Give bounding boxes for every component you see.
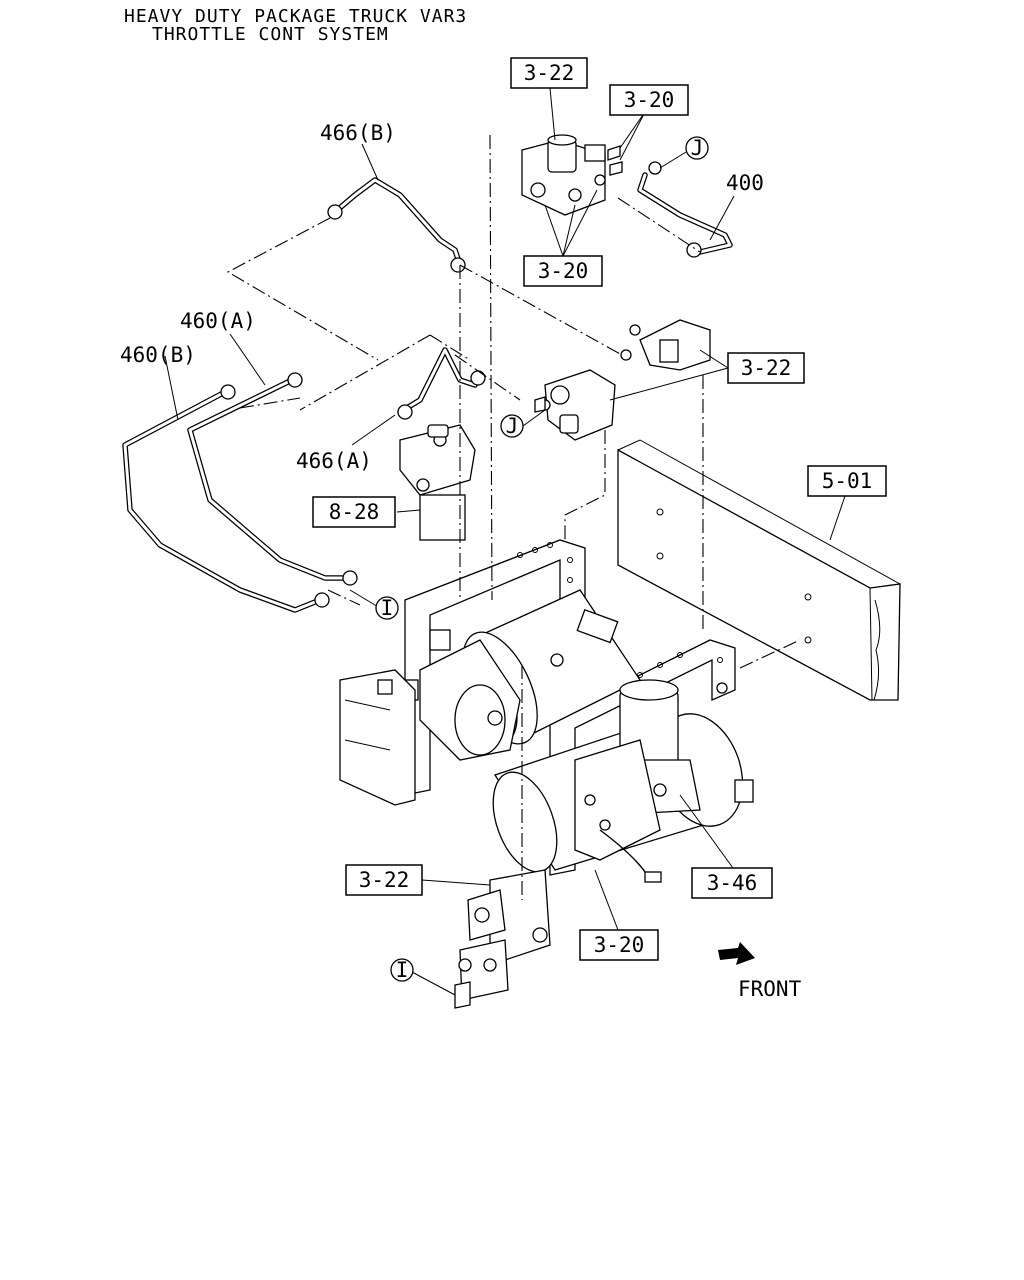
sensor-top bbox=[550, 609, 619, 667]
svg-text:3-20: 3-20 bbox=[594, 933, 645, 957]
svg-text:3-22: 3-22 bbox=[524, 61, 575, 85]
callout-3-20-top: 3-20 bbox=[609, 84, 689, 116]
callout-8-28: 8-28 bbox=[312, 496, 396, 528]
callout-3-22-top: 3-22 bbox=[510, 57, 588, 89]
valve-assembly-top bbox=[521, 134, 623, 216]
callout-3-20-bottom: 3-20 bbox=[579, 929, 659, 961]
diagram-title: HEAVY DUTY PACKAGE TRUCK VAR3 bbox=[124, 6, 467, 27]
svg-text:5-01: 5-01 bbox=[822, 469, 873, 493]
svg-text:3-22: 3-22 bbox=[359, 868, 410, 892]
callout-5-01: 5-01 bbox=[807, 465, 887, 497]
diagram-subtitle: THROTTLE CONT SYSTEM bbox=[152, 24, 389, 45]
callout-3-20-mid: 3-20 bbox=[523, 255, 603, 287]
svg-text:I: I bbox=[396, 958, 409, 982]
connector-i-mid: I bbox=[375, 596, 399, 620]
valve-assembly-mid bbox=[534, 369, 616, 441]
callout-3-46: 3-46 bbox=[691, 867, 773, 899]
callout-3-22-bottom: 3-22 bbox=[345, 864, 423, 896]
pipe-466b bbox=[327, 177, 466, 273]
svg-text:3-46: 3-46 bbox=[707, 871, 758, 895]
housing-lower-left bbox=[339, 669, 416, 806]
svg-text:I: I bbox=[381, 596, 394, 620]
front-arrow-icon bbox=[718, 942, 755, 965]
connector-i-bottom: I bbox=[390, 958, 414, 982]
pipe-460a bbox=[187, 372, 358, 586]
leader-lines bbox=[164, 87, 846, 996]
frame-rail bbox=[617, 439, 901, 701]
part-466b-label: 466(B) bbox=[320, 121, 396, 145]
front-direction-label: FRONT bbox=[738, 977, 802, 1001]
solenoid-valve bbox=[399, 424, 476, 541]
svg-text:3-20: 3-20 bbox=[538, 259, 589, 283]
part-400-label: 400 bbox=[726, 171, 764, 195]
valve-bank-lower bbox=[574, 739, 662, 883]
part-460a-label: 460(A) bbox=[180, 309, 256, 333]
valve-assembly-bottom bbox=[454, 869, 551, 1009]
svg-text:3-22: 3-22 bbox=[741, 356, 792, 380]
valve-bracket-upper-right bbox=[620, 319, 711, 371]
svg-text:J: J bbox=[506, 414, 519, 438]
svg-text:3-20: 3-20 bbox=[624, 88, 675, 112]
part-466a-label: 466(A) bbox=[296, 449, 372, 473]
svg-text:J: J bbox=[691, 136, 704, 160]
part-460b-label: 460(B) bbox=[120, 343, 196, 367]
pipe-460b bbox=[122, 384, 330, 613]
reference-lines bbox=[226, 134, 801, 900]
svg-text:8-28: 8-28 bbox=[329, 500, 380, 524]
pipe-466a bbox=[397, 347, 486, 420]
pipe-400 bbox=[637, 161, 733, 258]
callout-3-22-right: 3-22 bbox=[727, 352, 805, 384]
connector-j-top: J bbox=[685, 136, 709, 160]
connector-j-mid: J bbox=[500, 414, 524, 438]
